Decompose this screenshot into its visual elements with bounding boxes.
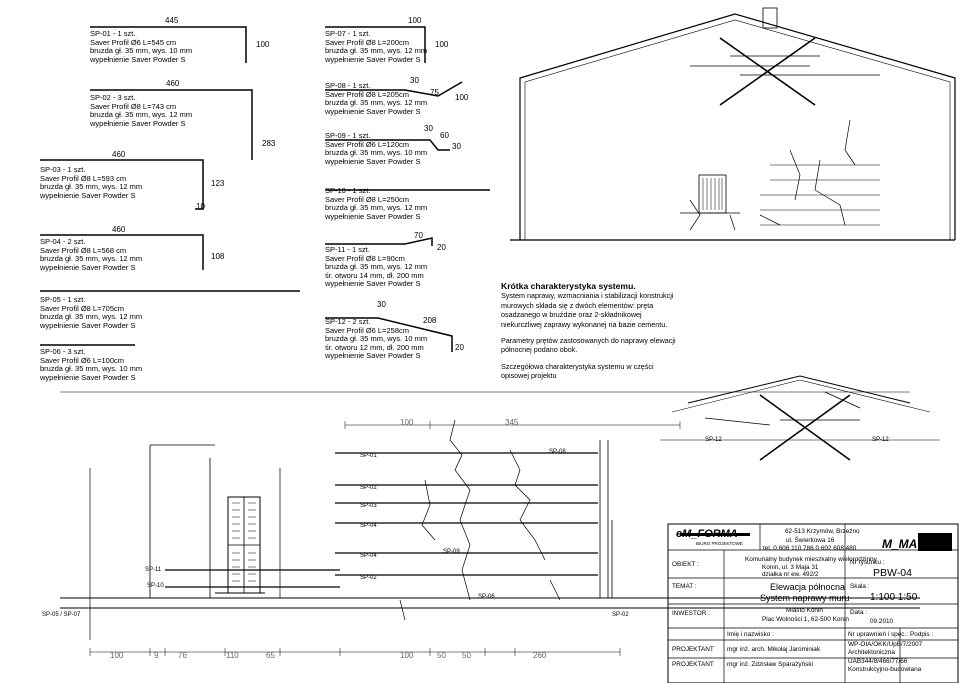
elevation-dim: 345 <box>505 418 519 427</box>
investor-value: Plac Wolności 1, 62-500 Konin <box>762 616 849 623</box>
logo-mark: M_MA <box>882 537 918 551</box>
bar-label: SP-09 <box>443 549 460 555</box>
dim-label: 123 <box>211 179 225 188</box>
bar-label: SP-10 <box>147 583 164 589</box>
dim-label: 70 <box>414 231 423 240</box>
dim-label: 75 <box>430 88 439 97</box>
elevation-dim: 100 <box>400 651 414 660</box>
object-value: działka nr ew. 492/2 <box>762 571 819 578</box>
bar-label: SP-05 / SP-07 <box>42 612 81 618</box>
bar-label: SP-03 <box>360 503 377 509</box>
license-line: Konstrukcyjno-budowlana <box>848 666 922 673</box>
dim-label: 100 <box>455 93 469 102</box>
dim-label: 10 <box>196 202 205 211</box>
dim-label: 100 <box>435 40 449 49</box>
dim-label: 445 <box>165 16 179 25</box>
designer-name: mgr inż. Zdzisław Sparażyński <box>727 661 813 668</box>
dim-label: 30 <box>377 300 386 309</box>
role-label: PROJEKTANT <box>672 646 714 653</box>
role-label: PROJEKTANT <box>672 661 714 668</box>
elevation-dim: 100 <box>400 418 414 427</box>
company-logo: eM_FORMA <box>676 528 738 540</box>
address-line: ul. Świerkowa 16 <box>786 537 835 544</box>
bar-label: SP-02 <box>360 575 377 581</box>
elevation-dim: 76 <box>178 651 187 660</box>
system-description: Krótka charakterystyka systemu. System n… <box>501 281 676 381</box>
signature-header: Podpis : <box>910 631 934 638</box>
dim-label: 460 <box>112 225 126 234</box>
dim-label: 460 <box>112 150 126 159</box>
bar-label: SP-04 <box>360 553 377 559</box>
dim-label: 460 <box>166 79 180 88</box>
dim-label: 30 <box>424 124 433 133</box>
name-header: Imię i nazwisko : <box>727 631 774 638</box>
dim-label: 60 <box>440 131 449 140</box>
license-line: Architektoniczna <box>848 649 895 656</box>
elevation-dim: 110 <box>226 651 239 660</box>
bar-label: SP-11 <box>145 567 162 573</box>
dim-label: 208 <box>423 316 437 325</box>
dim-label: 100 <box>408 16 422 25</box>
date-value: 09.2010 <box>870 618 894 625</box>
object-label: OBIEKT : <box>672 561 699 568</box>
bar-label: SP-12 <box>705 437 722 443</box>
object-value: Konin, ul. 3 Maja 31 <box>762 564 819 571</box>
topic-label: TEMAT : <box>672 583 697 590</box>
topic-value: System naprawy muru <box>760 593 850 603</box>
investor-value: Miasto Konin <box>786 607 823 614</box>
elevation-dim: 100 <box>110 651 124 660</box>
object-value: Komunalny budynek mieszkalny wielorodzin… <box>745 556 877 563</box>
elevation-dim: 260 <box>533 651 547 660</box>
scale-value: 1:100 1:50 <box>870 592 918 603</box>
description-heading: Krótka charakterystyka systemu. <box>501 281 636 291</box>
bar-label: SP-04 <box>360 523 377 529</box>
dim-label: 283 <box>262 139 276 148</box>
elevation-dim: 50 <box>437 651 446 660</box>
bar-label: SP-02 <box>612 612 629 618</box>
elevation-dim: 9 <box>154 651 159 660</box>
address-line: 62-513 Krzymów, Brzeźno <box>785 528 860 535</box>
company-subtitle: BIURO PROJEKTOWE <box>696 541 743 546</box>
drawing-no-label: Nr rysunku : <box>850 559 885 566</box>
date-label: Data : <box>850 609 868 616</box>
dim-label: 30 <box>452 142 461 151</box>
elevation-dim: 50 <box>462 651 471 660</box>
license-line: WP-OIA/OKK/UpB/7/2007 <box>848 641 923 648</box>
license-line: UAB344/8/466/77/66 <box>848 658 908 665</box>
dim-label: 20 <box>455 343 464 352</box>
address-line: tel. 0 606 110 786 0 602 608 480 <box>763 545 857 552</box>
bar-label: SP-02 <box>360 485 377 491</box>
bar-label: SP-12 <box>872 437 889 443</box>
dim-label: 100 <box>256 40 270 49</box>
license-header: Nr uprawnień i spec.: <box>848 631 909 638</box>
bar-label: SP-01 <box>360 453 377 459</box>
dim-label: 108 <box>211 252 225 261</box>
bar-label: SP-06 <box>478 594 495 600</box>
bar-label: SP-08 <box>549 449 566 455</box>
dim-label: 20 <box>437 243 446 252</box>
topic-value: Elewacja północna <box>770 582 846 592</box>
investor-label: INWESTOR : <box>672 610 710 617</box>
scale-label: Skala : <box>850 583 870 590</box>
dim-label: 30 <box>410 76 419 85</box>
designer-name: mgr inż. arch. Mikołaj Jarominiak <box>727 646 821 653</box>
elevation-dim: 65 <box>266 651 275 660</box>
drawing-no: PBW-04 <box>873 567 912 579</box>
